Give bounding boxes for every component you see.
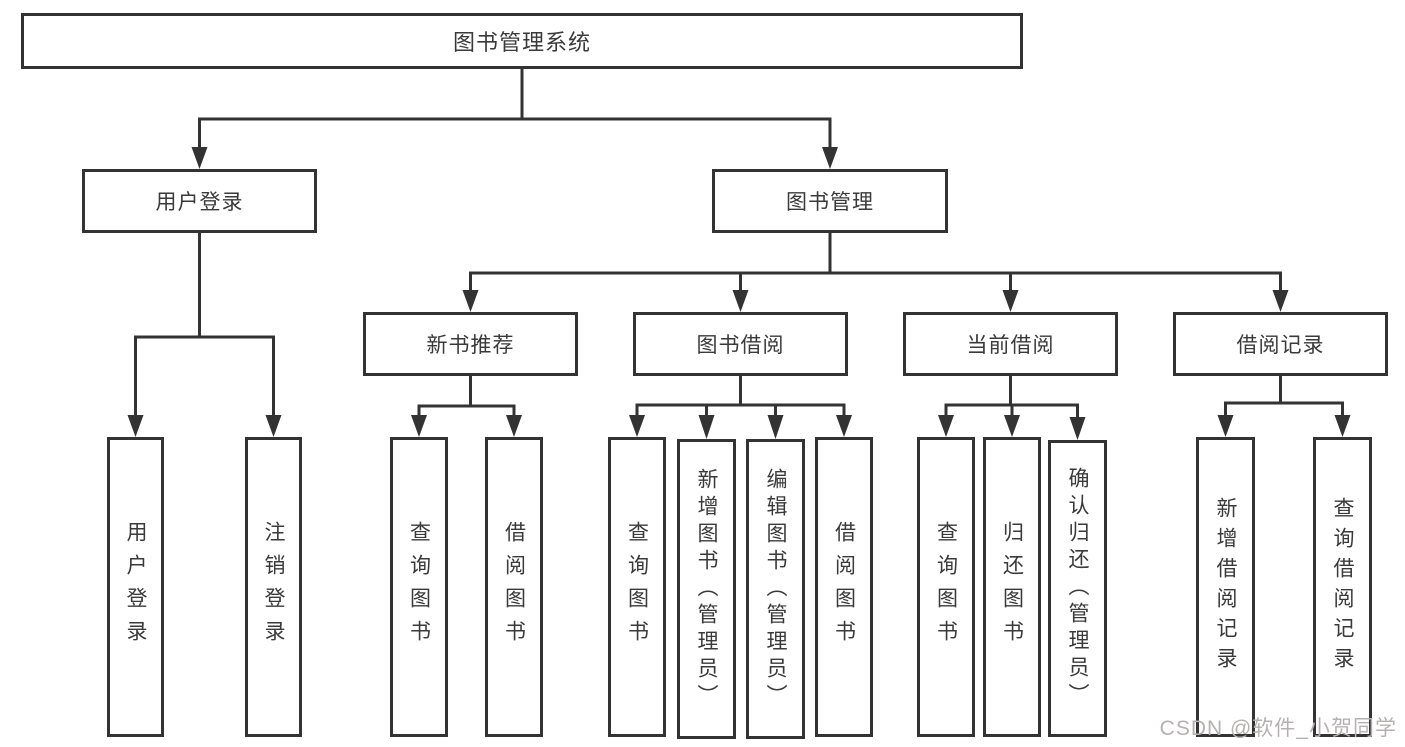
node-book-management: 图书管理 [712, 169, 948, 233]
leaf-current-confirm-return-admin: 确认归还（管理员） [1048, 440, 1107, 737]
node-user-login-label: 用户登录 [155, 191, 244, 214]
node-borrow-records: 借阅记录 [1173, 312, 1388, 376]
leaf-logout-label: 注销登录 [262, 521, 285, 653]
node-new-book-recommend-label: 新书推荐 [426, 334, 515, 357]
leaf-newbook-query-books: 查询图书 [390, 437, 448, 737]
leaf-user-login-label: 用户登录 [124, 521, 147, 653]
node-library-system: 图书管理系统 [21, 13, 1023, 69]
node-book-borrowing-label: 图书借阅 [696, 334, 785, 357]
leaf-current-return-books: 归还图书 [983, 437, 1041, 737]
leaf-newbook-borrow-books: 借阅图书 [485, 437, 543, 737]
leaf-current-confirm-return-admin-label: 确认归还（管理员） [1066, 467, 1089, 710]
leaf-current-query-books-label: 查询图书 [934, 521, 958, 653]
leaf-borrowing-borrow-books-label: 借阅图书 [832, 521, 856, 653]
leaf-borrowing-add-books-admin-label: 新增图书（管理员） [695, 467, 718, 711]
leaf-borrowing-edit-books-admin-label: 编辑图书（管理员） [764, 467, 787, 711]
leaf-current-return-books-label: 归还图书 [1000, 521, 1024, 653]
node-borrow-records-label: 借阅记录 [1236, 334, 1325, 357]
node-book-borrowing: 图书借阅 [633, 312, 848, 376]
node-new-book-recommend: 新书推荐 [363, 312, 578, 376]
leaf-borrowing-borrow-books: 借阅图书 [815, 437, 873, 737]
csdn-watermark: CSDN @软件_小贺同学 [1159, 717, 1397, 740]
leaf-borrowing-add-books-admin: 新增图书（管理员） [677, 439, 736, 739]
leaf-borrowing-edit-books-admin: 编辑图书（管理员） [746, 439, 805, 739]
leaf-records-query-record: 查询借阅记录 [1313, 437, 1372, 737]
node-user-login: 用户登录 [82, 169, 317, 233]
leaf-user-login: 用户登录 [107, 437, 164, 737]
node-current-borrowing: 当前借阅 [903, 312, 1118, 376]
node-library-system-label: 图书管理系统 [452, 30, 591, 55]
leaf-records-add-record-label: 新增借阅记录 [1214, 497, 1237, 677]
leaf-records-add-record: 新增借阅记录 [1196, 437, 1255, 737]
leaf-borrowing-query-books: 查询图书 [608, 437, 666, 737]
leaf-newbook-borrow-books-label: 借阅图书 [502, 521, 526, 653]
leaf-newbook-query-books-label: 查询图书 [407, 521, 431, 653]
leaf-logout: 注销登录 [245, 437, 302, 737]
leaf-current-query-books: 查询图书 [917, 437, 975, 737]
leaf-borrowing-query-books-label: 查询图书 [625, 521, 649, 653]
node-book-management-label: 图书管理 [786, 191, 874, 214]
node-current-borrowing-label: 当前借阅 [966, 334, 1055, 357]
leaf-records-query-record-label: 查询借阅记录 [1331, 497, 1354, 677]
